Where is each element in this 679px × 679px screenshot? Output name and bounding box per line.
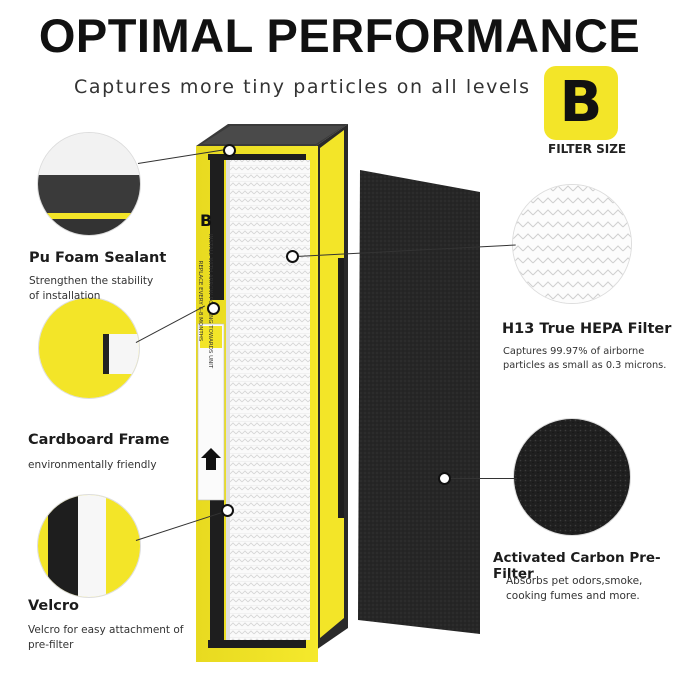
hepa-media-detail: [512, 184, 632, 304]
page-subtitle: Captures more tiny particles on all leve…: [74, 76, 531, 98]
hepa-title: H13 True HEPA Filter: [502, 321, 672, 337]
carbon-prefilter-image: [358, 170, 480, 634]
hepa-filter-image: [196, 124, 348, 662]
filter-size-badge: B: [544, 66, 618, 140]
foam-sealant-detail: [37, 132, 141, 236]
sticker-text-1: INSTALL WITH ARROW POINTING TOWARDS UNIT: [207, 233, 213, 369]
carbon-media-detail: [513, 418, 631, 536]
sticker-text-2: REPLACE EVERY 6-8 MONTHS: [197, 260, 203, 342]
filter-size-letter: B: [559, 70, 603, 135]
foam-callout-dot: [223, 144, 236, 157]
carbon-title: Activated Carbon Pre-Filter: [493, 550, 661, 582]
hepa-desc-1: Captures 99.97% of airborne: [503, 346, 645, 357]
carbon-callout-dot: [438, 472, 451, 485]
foam-desc-2: of installation: [29, 290, 101, 302]
foam-title: Pu Foam Sealant: [29, 250, 167, 266]
velcro-detail: [37, 494, 141, 598]
sticker-letter: B: [200, 211, 213, 230]
velcro-desc-2: pre-filter: [28, 639, 74, 651]
velcro-title: Velcro: [28, 598, 79, 614]
carbon-desc-1: Absorbs pet odors,smoke,: [506, 575, 643, 587]
cardboard-frame-detail: [38, 297, 140, 399]
foam-desc-1: Strengthen the stability: [29, 275, 154, 287]
hepa-desc-2: particles as small as 0.3 microns.: [503, 360, 667, 371]
velcro-desc-1: Velcro for easy attachment of: [28, 624, 184, 636]
frame-desc-1: environmentally friendly: [28, 459, 157, 471]
filter-size-caption: FILTER SIZE: [548, 142, 627, 156]
page-title: OPTIMAL PERFORMANCE: [38, 9, 641, 62]
carbon-desc-2: cooking fumes and more.: [506, 590, 640, 602]
hepa-callout-dot: [286, 250, 299, 263]
frame-callout-dot: [207, 302, 220, 315]
frame-title: Cardboard Frame: [28, 432, 170, 448]
carbon-callout-line: [447, 478, 517, 480]
velcro-callout-dot: [221, 504, 234, 517]
